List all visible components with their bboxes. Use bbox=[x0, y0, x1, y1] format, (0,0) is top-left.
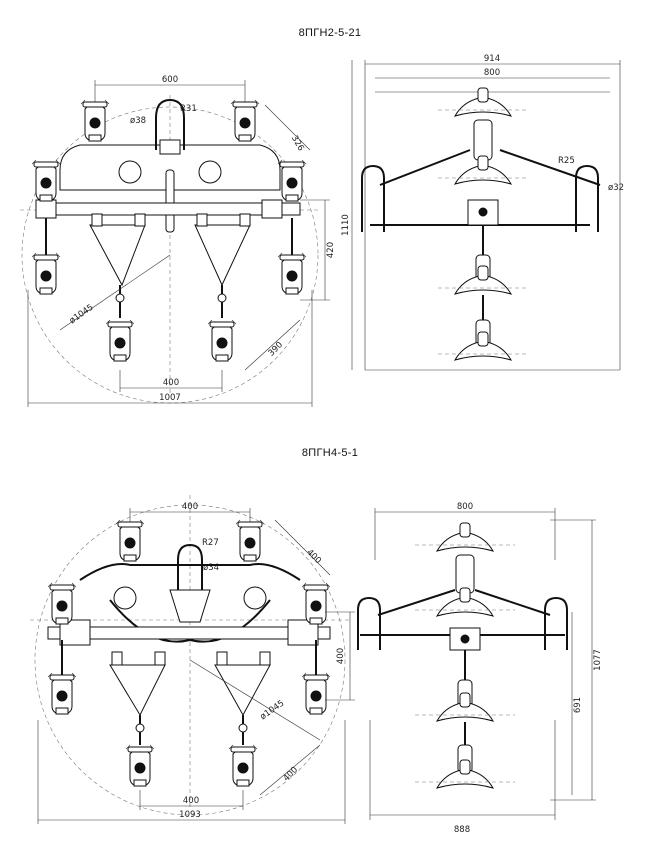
dim2-r27: R27 bbox=[202, 538, 219, 548]
dim-1110: 1110 bbox=[341, 214, 351, 236]
dim-400-bottom: 400 bbox=[163, 378, 179, 388]
cross-bar bbox=[37, 202, 301, 216]
drawing1-front-view: 600 R31 ø38 bbox=[20, 60, 353, 407]
dim-326: 326 bbox=[289, 134, 306, 153]
dim-dia32: ø32 bbox=[608, 183, 624, 193]
dim2-400-top: 400 bbox=[182, 502, 198, 512]
dim-390: 390 bbox=[267, 340, 286, 359]
dim-r25: R25 bbox=[558, 156, 575, 166]
dim2-dia34: ø34 bbox=[203, 563, 219, 573]
dim-914: 914 bbox=[484, 54, 500, 64]
drawing2-side-view: 800 1077 691 888 bbox=[357, 502, 603, 835]
dim2-400-diag2: 400 bbox=[282, 765, 301, 784]
dim2-1093: 1093 bbox=[179, 810, 201, 820]
dim-dia1045: ø1045 bbox=[68, 303, 96, 327]
dim-600: 600 bbox=[162, 75, 178, 85]
dim2-1077: 1077 bbox=[593, 649, 603, 671]
dim2-400-bottom: 400 bbox=[183, 796, 199, 806]
shackle bbox=[155, 98, 185, 150]
dim2-400-diag: 400 bbox=[304, 548, 323, 567]
dim-1007: 1007 bbox=[159, 393, 181, 403]
dim-dia38: ø38 bbox=[130, 116, 146, 126]
drawing2-title: 8ПГН4-5-1 bbox=[301, 447, 359, 459]
drawing1-side-view: 914 800 R25 ø32 bbox=[361, 54, 624, 371]
drawing1-title: 8ПГН2-5-21 bbox=[298, 27, 362, 39]
dim-r31: R31 bbox=[180, 104, 197, 114]
dim2-888: 888 bbox=[454, 825, 470, 835]
dim2-800: 800 bbox=[457, 502, 473, 512]
dim-800-side: 800 bbox=[484, 68, 500, 78]
dim2-691: 691 bbox=[573, 697, 583, 713]
dim2-400-side: 400 bbox=[336, 648, 346, 664]
dim-420: 420 bbox=[326, 242, 336, 258]
dim2-dia1045: ø1045 bbox=[259, 699, 287, 723]
drawing2-front-view: 400 R27 ø34 bbox=[30, 495, 355, 824]
